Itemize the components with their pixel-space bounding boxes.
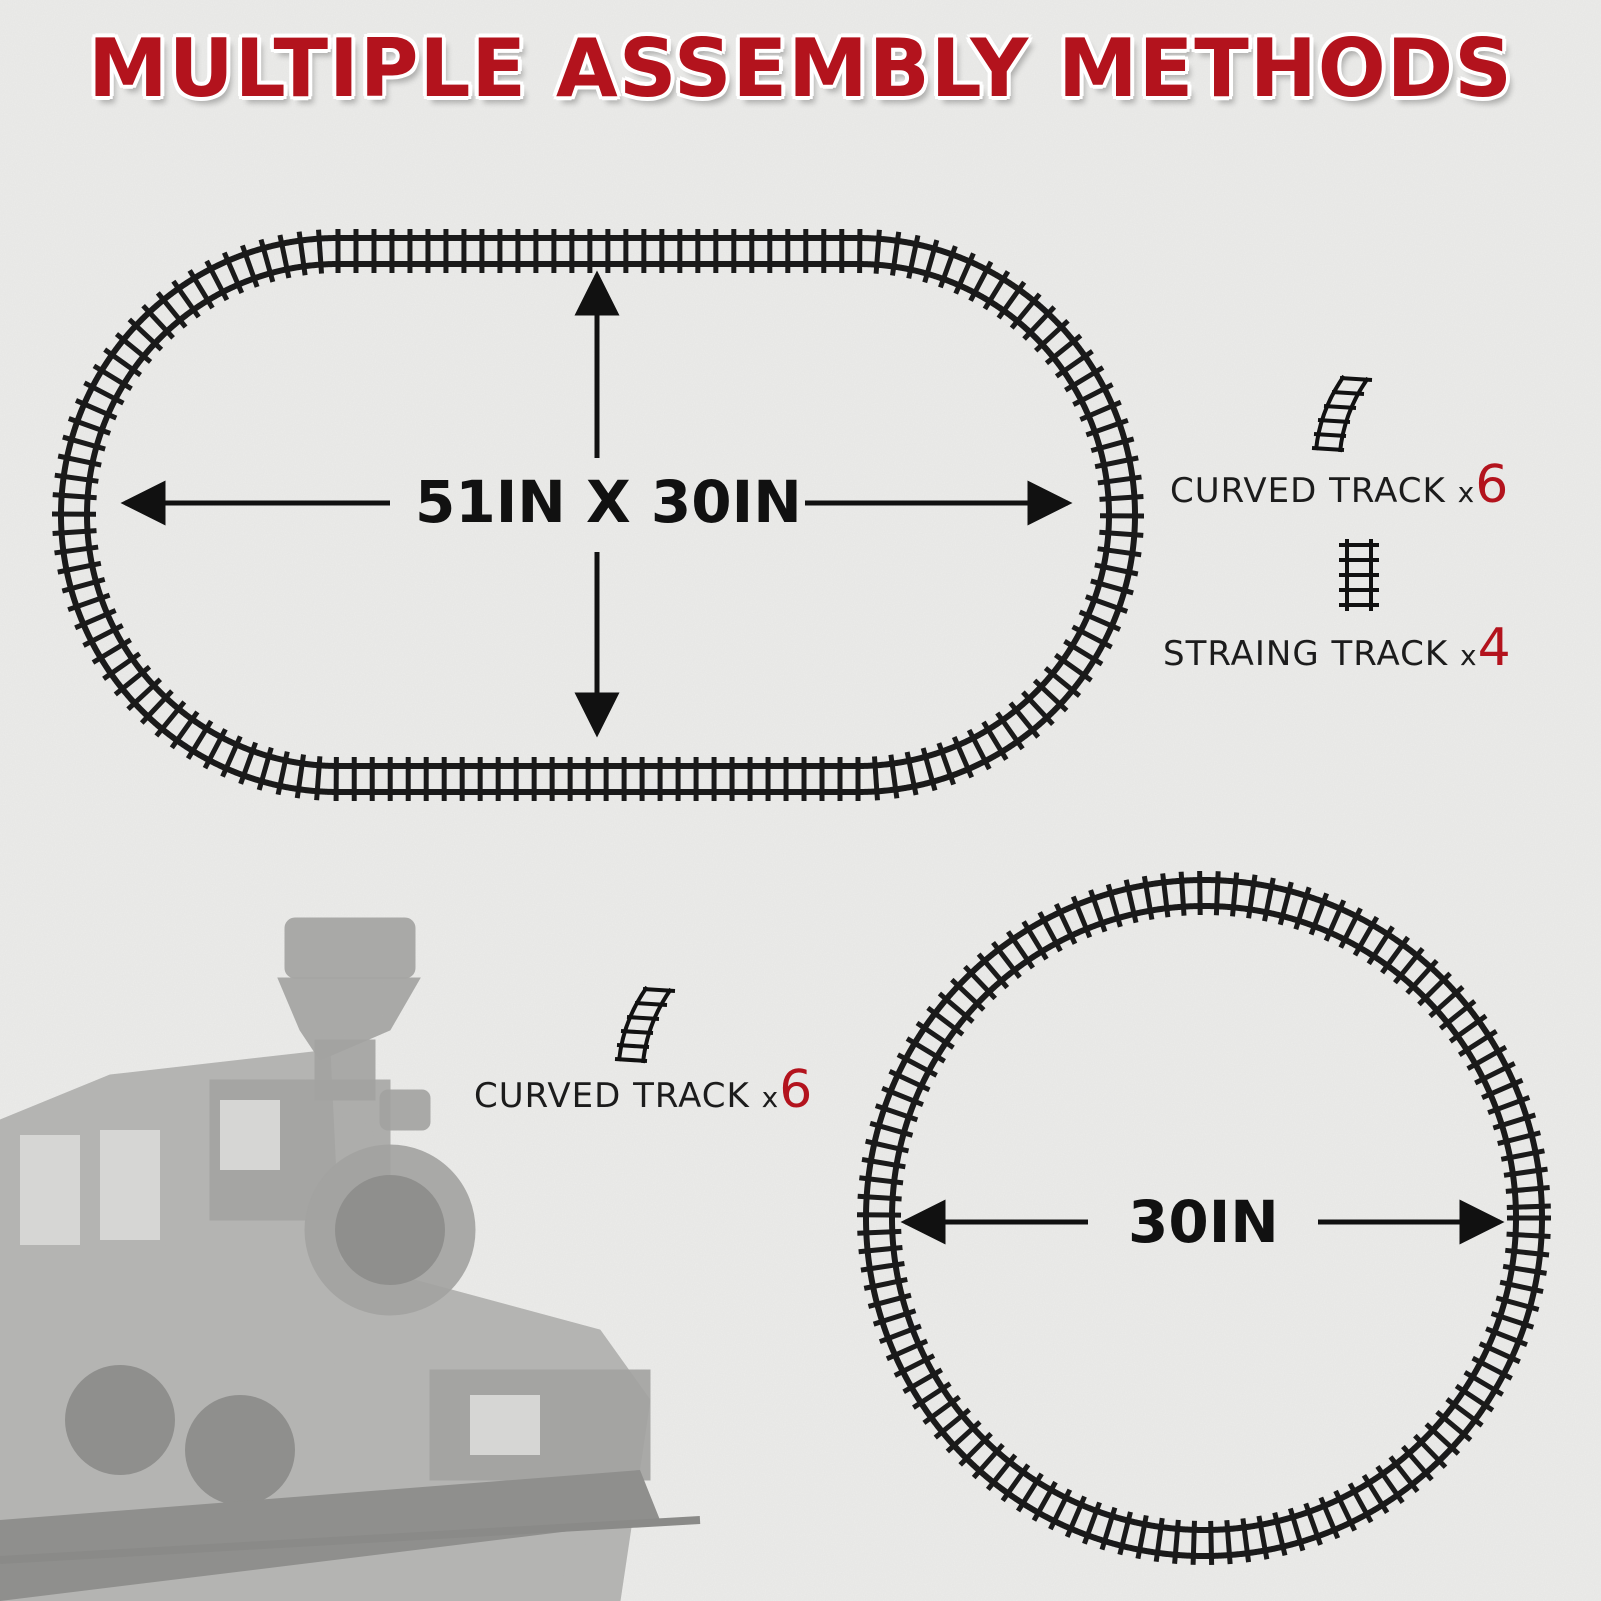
oval-track-layout	[51, 228, 1145, 802]
oval-dimension-label: 51IN X 30IN	[415, 468, 802, 536]
curved-track-text: CURVED TRACK	[1170, 471, 1446, 511]
oval-curved-track-label: CURVED TRACK x6	[1170, 455, 1509, 515]
curved-track-text: CURVED TRACK	[474, 1076, 750, 1116]
multiplier: x	[1457, 476, 1476, 509]
track-rail	[862, 876, 1545, 1560]
page-title: MULTIPLE ASSEMBLY METHODS	[88, 22, 1513, 115]
circle-curved-track-label: CURVED TRACK x6	[474, 1060, 813, 1120]
track-rail	[58, 235, 1138, 795]
curved-track-icon	[614, 985, 676, 1064]
locomotive-silhouette	[0, 917, 701, 1601]
curved-track-count: 6	[1475, 455, 1510, 515]
circle-track-layout	[856, 870, 1552, 1565]
circle-dimension-label: 30IN	[1128, 1188, 1279, 1256]
straight-track-text: STRAING TRACK	[1163, 634, 1449, 674]
straight-track-count: 4	[1477, 618, 1512, 678]
track-rail	[888, 902, 1519, 1534]
curved-track-count: 6	[779, 1060, 814, 1120]
curved-track-icon	[1311, 374, 1373, 453]
oval-straight-track-label: STRAING TRACK x4	[1163, 618, 1512, 678]
multiplier: x	[1460, 639, 1478, 672]
multiplier: x	[761, 1081, 780, 1114]
track-rail	[84, 260, 1112, 769]
straight-track-icon	[1339, 539, 1379, 611]
